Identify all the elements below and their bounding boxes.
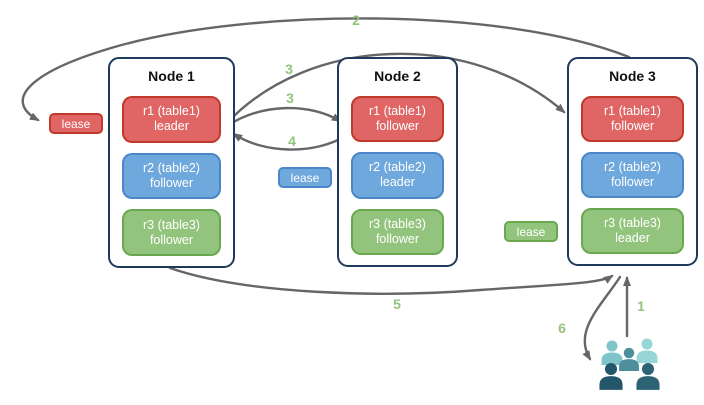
node-3-panel: Node 3 r1 (table1) follower r2 (table2) … [567,57,698,266]
arrow-4-ack-to-leader [232,132,349,151]
node-1-panel: Node 1 r1 (table1) leader r2 (table2) fo… [108,57,235,268]
node-2-range-r3: r3 (table3) follower [351,208,444,255]
users-group-icon [599,338,660,390]
range-name: r3 (table3) [604,216,661,230]
step-label-3b: 3 [286,90,294,106]
node-1-range-r3: r3 (table3) follower [122,209,221,257]
range-name: r2 (table2) [143,161,200,175]
arrow-3-replicate-to-node2 [225,106,342,128]
step-label-1: 1 [637,298,645,314]
range-role: follower [375,119,420,134]
node-2-title: Node 2 [374,68,421,84]
range-role: leader [154,119,189,134]
node-2-range-r1: r1 (table1) follower [351,96,444,143]
range-name: r3 (table3) [369,216,426,231]
step-label-6: 6 [558,320,566,336]
range-role: follower [610,175,655,189]
arrow-2-gateway-to-leaseholder [21,17,631,122]
range-name: r2 (table2) [369,160,426,175]
node-2-panel: Node 2 r1 (table1) follower r2 (table2) … [337,57,458,267]
node-1-range-r1: r1 (table1) leader [122,96,221,143]
range-name: r1 (table1) [143,104,200,119]
range-role: leader [380,175,415,190]
range-name: r2 (table2) [604,160,661,174]
arrow-5-node1-to-node3 [168,266,614,295]
step-label-3a: 3 [285,61,293,77]
node-3-range-r1: r1 (table1) follower [581,96,684,142]
lease-label-r2: lease [278,167,332,188]
step-label-5: 5 [393,296,401,312]
range-role: follower [375,231,420,246]
step-label-2: 2 [352,12,360,28]
range-role: follower [149,232,194,247]
node-3-range-r2: r2 (table2) follower [581,152,684,198]
range-name: r1 (table1) [604,104,661,118]
lease-label-r3: lease [504,221,558,242]
node-3-range-r3: r3 (table3) leader [581,208,684,254]
range-role: follower [610,119,655,133]
arrow-6-node3-to-users [582,275,622,361]
range-name: r1 (table1) [369,104,426,119]
node-1-range-r2: r2 (table2) follower [122,152,221,200]
node-2-range-r2: r2 (table2) leader [351,152,444,199]
node-1-title: Node 1 [148,68,195,84]
node-3-title: Node 3 [609,68,656,84]
step-label-4: 4 [288,133,296,149]
range-role: follower [149,176,194,190]
range-role: leader [615,231,650,245]
range-name: r3 (table3) [143,217,200,232]
arrow-3-replicate-to-node3 [226,52,566,124]
lease-label-r1: lease [49,113,103,134]
